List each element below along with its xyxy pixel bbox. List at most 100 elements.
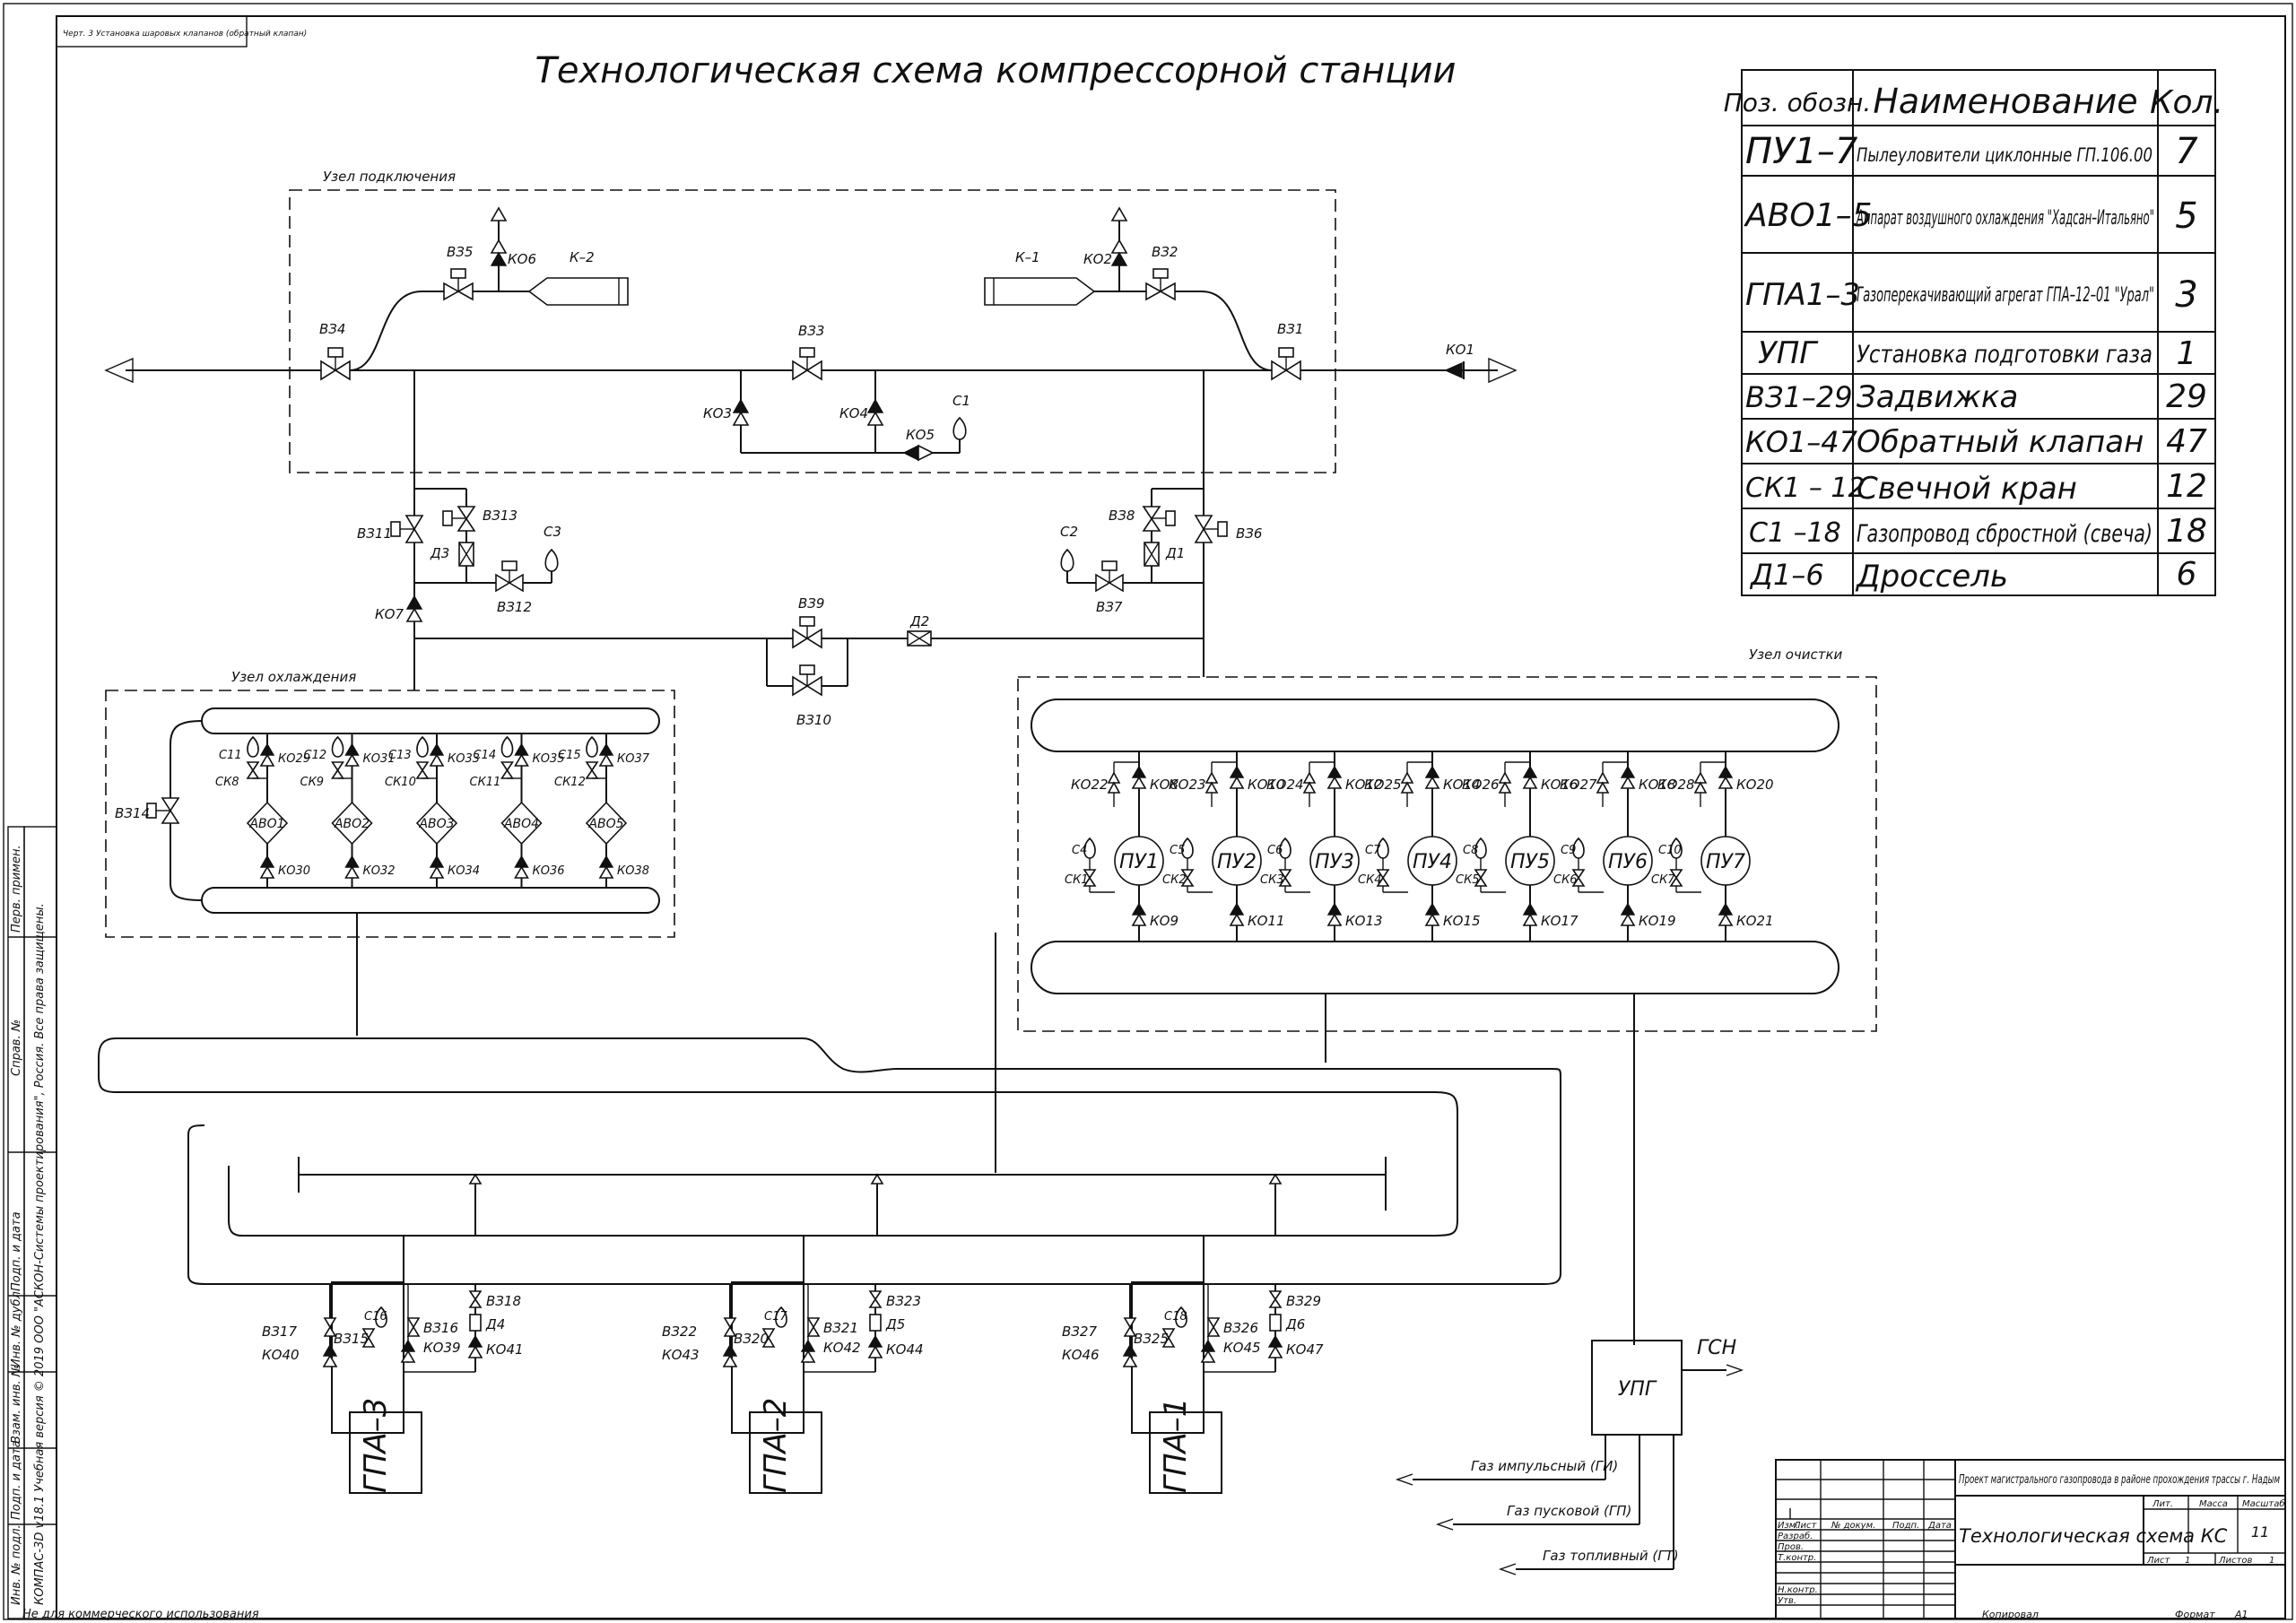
tag-ko: КО44 (886, 1341, 924, 1358)
corner-stamp: Черт. 3 Установка шаровых клапанов (обра… (63, 30, 307, 39)
spec-qty: 1 (2177, 335, 2197, 372)
gate-valve (1206, 1317, 1221, 1337)
zone-cleaning-box (1017, 676, 1877, 1032)
check-valve-seat (400, 1350, 416, 1363)
side-label-inv: Инв. № подл. (10, 1524, 23, 1605)
tag-sk: СК8 (215, 776, 239, 789)
spec-qty: 6 (2177, 556, 2197, 593)
tag-ko: КО12 (1345, 777, 1383, 793)
output-gp: Газ пусковой (ГП) (1507, 1503, 1631, 1519)
candle-cock (585, 761, 599, 779)
spec-qty: 5 (2175, 195, 2197, 237)
tag-ko: КО34 (448, 864, 480, 878)
check-valve-seat (800, 1350, 816, 1363)
check-valve (344, 742, 360, 756)
cooler-label: АВО3 (418, 817, 454, 831)
side-strip: Перв. примен. Справ. № Подп. и дата Инв.… (7, 826, 57, 1619)
tag-ko2: КО2 (1083, 251, 1112, 267)
spec-name: Задвижка (1857, 379, 2018, 415)
tag-c3: С3 (544, 524, 561, 540)
check-valve (1229, 765, 1245, 778)
spec-name: Обратный клапан (1857, 424, 2144, 460)
compressor-k1: К–1 (1015, 249, 1040, 265)
interconnect-piping: ВЗ11 ВЗ13 Д3 ВЗ12 С3 КО7 ВЗ6 ВЗ8 Д1 ВЗ7 (357, 370, 1262, 728)
spec-qty: 7 (2175, 131, 2198, 172)
candle-cock (246, 761, 260, 779)
tag-vz: ВЗ21 (823, 1320, 858, 1336)
spec-pos: КО1–47 (1745, 425, 1858, 459)
tag-ko: КО11 (1248, 913, 1285, 929)
tb-mass: Масса (2199, 1499, 2228, 1509)
check-valve-seat (598, 753, 614, 767)
cooler-unit (585, 801, 628, 846)
tag-ko6: КО6 (508, 251, 536, 267)
tag-ko: КО20 (1736, 777, 1774, 793)
tag-ko7: КО7 (375, 606, 404, 622)
check-valve-seat (429, 753, 445, 767)
license-text: КОМПАС-3D v18.1 Учебная версия © 2019 ОО… (33, 903, 47, 1605)
tag-ko: КО14 (1443, 777, 1481, 793)
tag-ko3: КО3 (703, 405, 732, 421)
candle-icon (331, 735, 344, 758)
gate-valve (361, 1328, 376, 1348)
tag-ko: КО15 (1443, 913, 1481, 929)
gate-valve (323, 1317, 337, 1337)
tag-c: С12 (304, 749, 327, 762)
tag-sk: СК6 (1553, 873, 1578, 887)
bypass-check-valve-seat (1693, 781, 1708, 794)
spec-pos: С1 –18 (1749, 517, 1841, 549)
spec-qty: 18 (2166, 513, 2207, 550)
tb-role: Т.контр. (1778, 1553, 1816, 1563)
gate-valve (806, 1317, 821, 1337)
tb-role: Пров. (1778, 1542, 1804, 1552)
tag-d: Д6 (1285, 1316, 1305, 1332)
candle-cock (1669, 869, 1683, 887)
check-valve (1620, 765, 1636, 778)
candle-cock (1278, 869, 1292, 887)
spec-pos: ПУ1–7 (1745, 131, 1858, 172)
tag-d: Д4 (485, 1316, 505, 1332)
compressor-k2: К–2 (570, 249, 595, 265)
cooler-unit (500, 801, 543, 846)
tag-sk: СК11 (470, 776, 501, 789)
cleaning-node (1031, 699, 1839, 994)
tb-format: Формат (2175, 1609, 2215, 1620)
spec-name: Аппарат воздушного охлаждения "Хадсан–Ит… (1856, 207, 2154, 230)
tag-vz12: ВЗ12 (497, 599, 532, 615)
gpa-units: ГПА–3 ГПА–2 ГПА–1 (331, 1281, 1222, 1494)
spec-pos: УПГ (1758, 335, 1819, 371)
tag-ko: КО46 (1062, 1347, 1100, 1363)
side-label-vzam: Взам. инв. № (10, 1365, 23, 1444)
zone-cooling-box (105, 690, 675, 938)
tag-vz3: ВЗ3 (798, 323, 824, 339)
check-valve-seat (1229, 913, 1245, 926)
tag-ko: КО23 (1169, 777, 1206, 793)
check-valve (514, 742, 529, 756)
check-valve-seat (1522, 776, 1538, 789)
gate-valve (761, 1328, 776, 1348)
cyclone-label: ПУ4 (1413, 851, 1452, 873)
spec-table: Поз. обозн. Наименование Кол. ПУ1–7 Пыле… (1724, 69, 2223, 596)
spec-header-qty: Кол. (2150, 84, 2223, 121)
choke (1269, 1314, 1282, 1332)
tag-ko: КО45 (1223, 1340, 1261, 1356)
tag-vz: ВЗ26 (1223, 1320, 1258, 1336)
candle-icon (586, 735, 598, 758)
tag-vz14: ВЗ14 (115, 805, 150, 821)
cyclone-label: ПУ7 (1706, 851, 1745, 873)
cooler-label: АВО1 (248, 817, 284, 831)
tag-c: С8 (1463, 844, 1478, 857)
zone-cooling-label: Узел охлаждения (231, 669, 356, 685)
tag-ko: КО26 (1462, 777, 1500, 793)
tb-sheet-no: 1 (2185, 1556, 2190, 1566)
gate-valve (723, 1317, 737, 1337)
check-valve-seat (429, 865, 445, 879)
tag-sk: СК5 (1456, 873, 1480, 887)
tag-c: С16 (364, 1310, 387, 1324)
upg-unit: УПГ ГСН Газ импульсный (ГИ) Газ пусковой… (1395, 1337, 1744, 1575)
check-valve (1424, 902, 1440, 916)
tag-ko: КО38 (617, 864, 649, 878)
tag-vz10: ВЗ10 (796, 712, 831, 728)
tag-ko4: КО4 (839, 405, 868, 421)
candle-cock (500, 761, 514, 779)
